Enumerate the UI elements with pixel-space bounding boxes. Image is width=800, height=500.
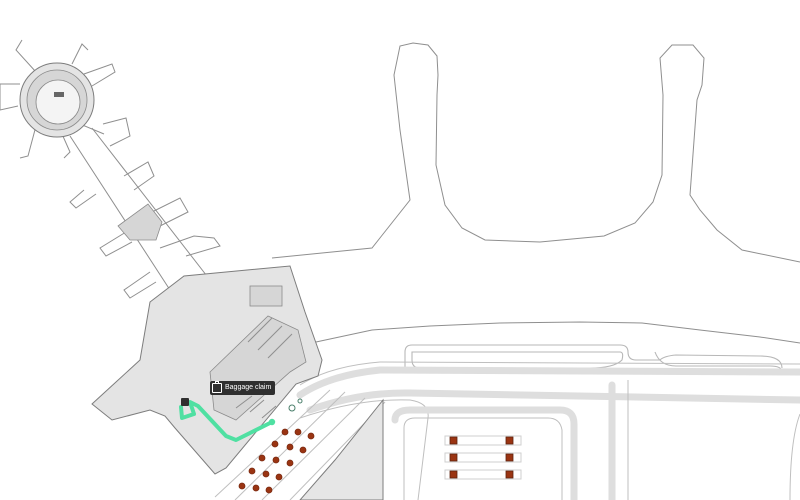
- stop-marker[interactable]: [286, 459, 294, 467]
- parking-icon[interactable]: [505, 453, 514, 462]
- parking-markers: [449, 436, 514, 479]
- parking-icon[interactable]: [449, 436, 458, 445]
- rotunda-feature: [54, 92, 64, 97]
- stop-marker[interactable]: [238, 482, 246, 490]
- baggage-claim-icon: [212, 381, 222, 393]
- road-far-right: [789, 413, 800, 500]
- parking-row-3: [444, 469, 522, 480]
- route-end-dot: [268, 418, 276, 426]
- stop-marker[interactable]: [307, 432, 315, 440]
- parking-icon[interactable]: [449, 470, 458, 479]
- apron-boundary: [315, 321, 800, 344]
- exit-marker-small[interactable]: [297, 398, 303, 404]
- road-arc-1: [296, 366, 800, 399]
- connector-hall: [117, 203, 163, 241]
- stop-marker[interactable]: [262, 470, 270, 478]
- main-terminal: [91, 265, 323, 475]
- terminal-desks: [235, 317, 293, 419]
- terminal-room: [249, 285, 283, 307]
- stop-marker[interactable]: [258, 454, 266, 462]
- stop-marker[interactable]: [299, 446, 307, 454]
- stop-marker[interactable]: [248, 467, 256, 475]
- road-ramp-3: [261, 397, 366, 500]
- rotunda-core: [35, 79, 81, 125]
- stop-marker[interactable]: [265, 486, 273, 494]
- stop-marker[interactable]: [275, 473, 283, 481]
- taxiway-inner: [411, 351, 624, 369]
- stop-marker[interactable]: [294, 428, 302, 436]
- parking-structure: [299, 398, 384, 500]
- baggage-claim-label[interactable]: Baggage claim: [210, 381, 276, 395]
- stop-marker[interactable]: [271, 440, 279, 448]
- baggage-claim-text: Baggage claim: [225, 384, 272, 391]
- taxiway-outer: [404, 344, 783, 372]
- parking-icon[interactable]: [505, 436, 514, 445]
- airfield-outline: [271, 42, 800, 263]
- stop-marker[interactable]: [281, 428, 289, 436]
- concourse-connector: [69, 117, 221, 299]
- walking-route: [179, 400, 274, 442]
- road-loop: [391, 406, 578, 500]
- concourse-arms: [0, 39, 116, 159]
- stop-markers: [238, 428, 315, 494]
- parking-row-1: [444, 435, 522, 446]
- road-loop-edge: [403, 417, 563, 500]
- parking-row-2: [444, 452, 522, 463]
- exit-marker[interactable]: [288, 404, 296, 412]
- parking-icon[interactable]: [449, 453, 458, 462]
- parking-icon[interactable]: [505, 470, 514, 479]
- road-arc-1-edge: [299, 361, 800, 386]
- stop-marker[interactable]: [286, 443, 294, 451]
- road-arc-2: [306, 389, 800, 414]
- location-square-icon[interactable]: [181, 398, 189, 406]
- stop-marker[interactable]: [252, 484, 260, 492]
- stop-marker[interactable]: [272, 456, 280, 464]
